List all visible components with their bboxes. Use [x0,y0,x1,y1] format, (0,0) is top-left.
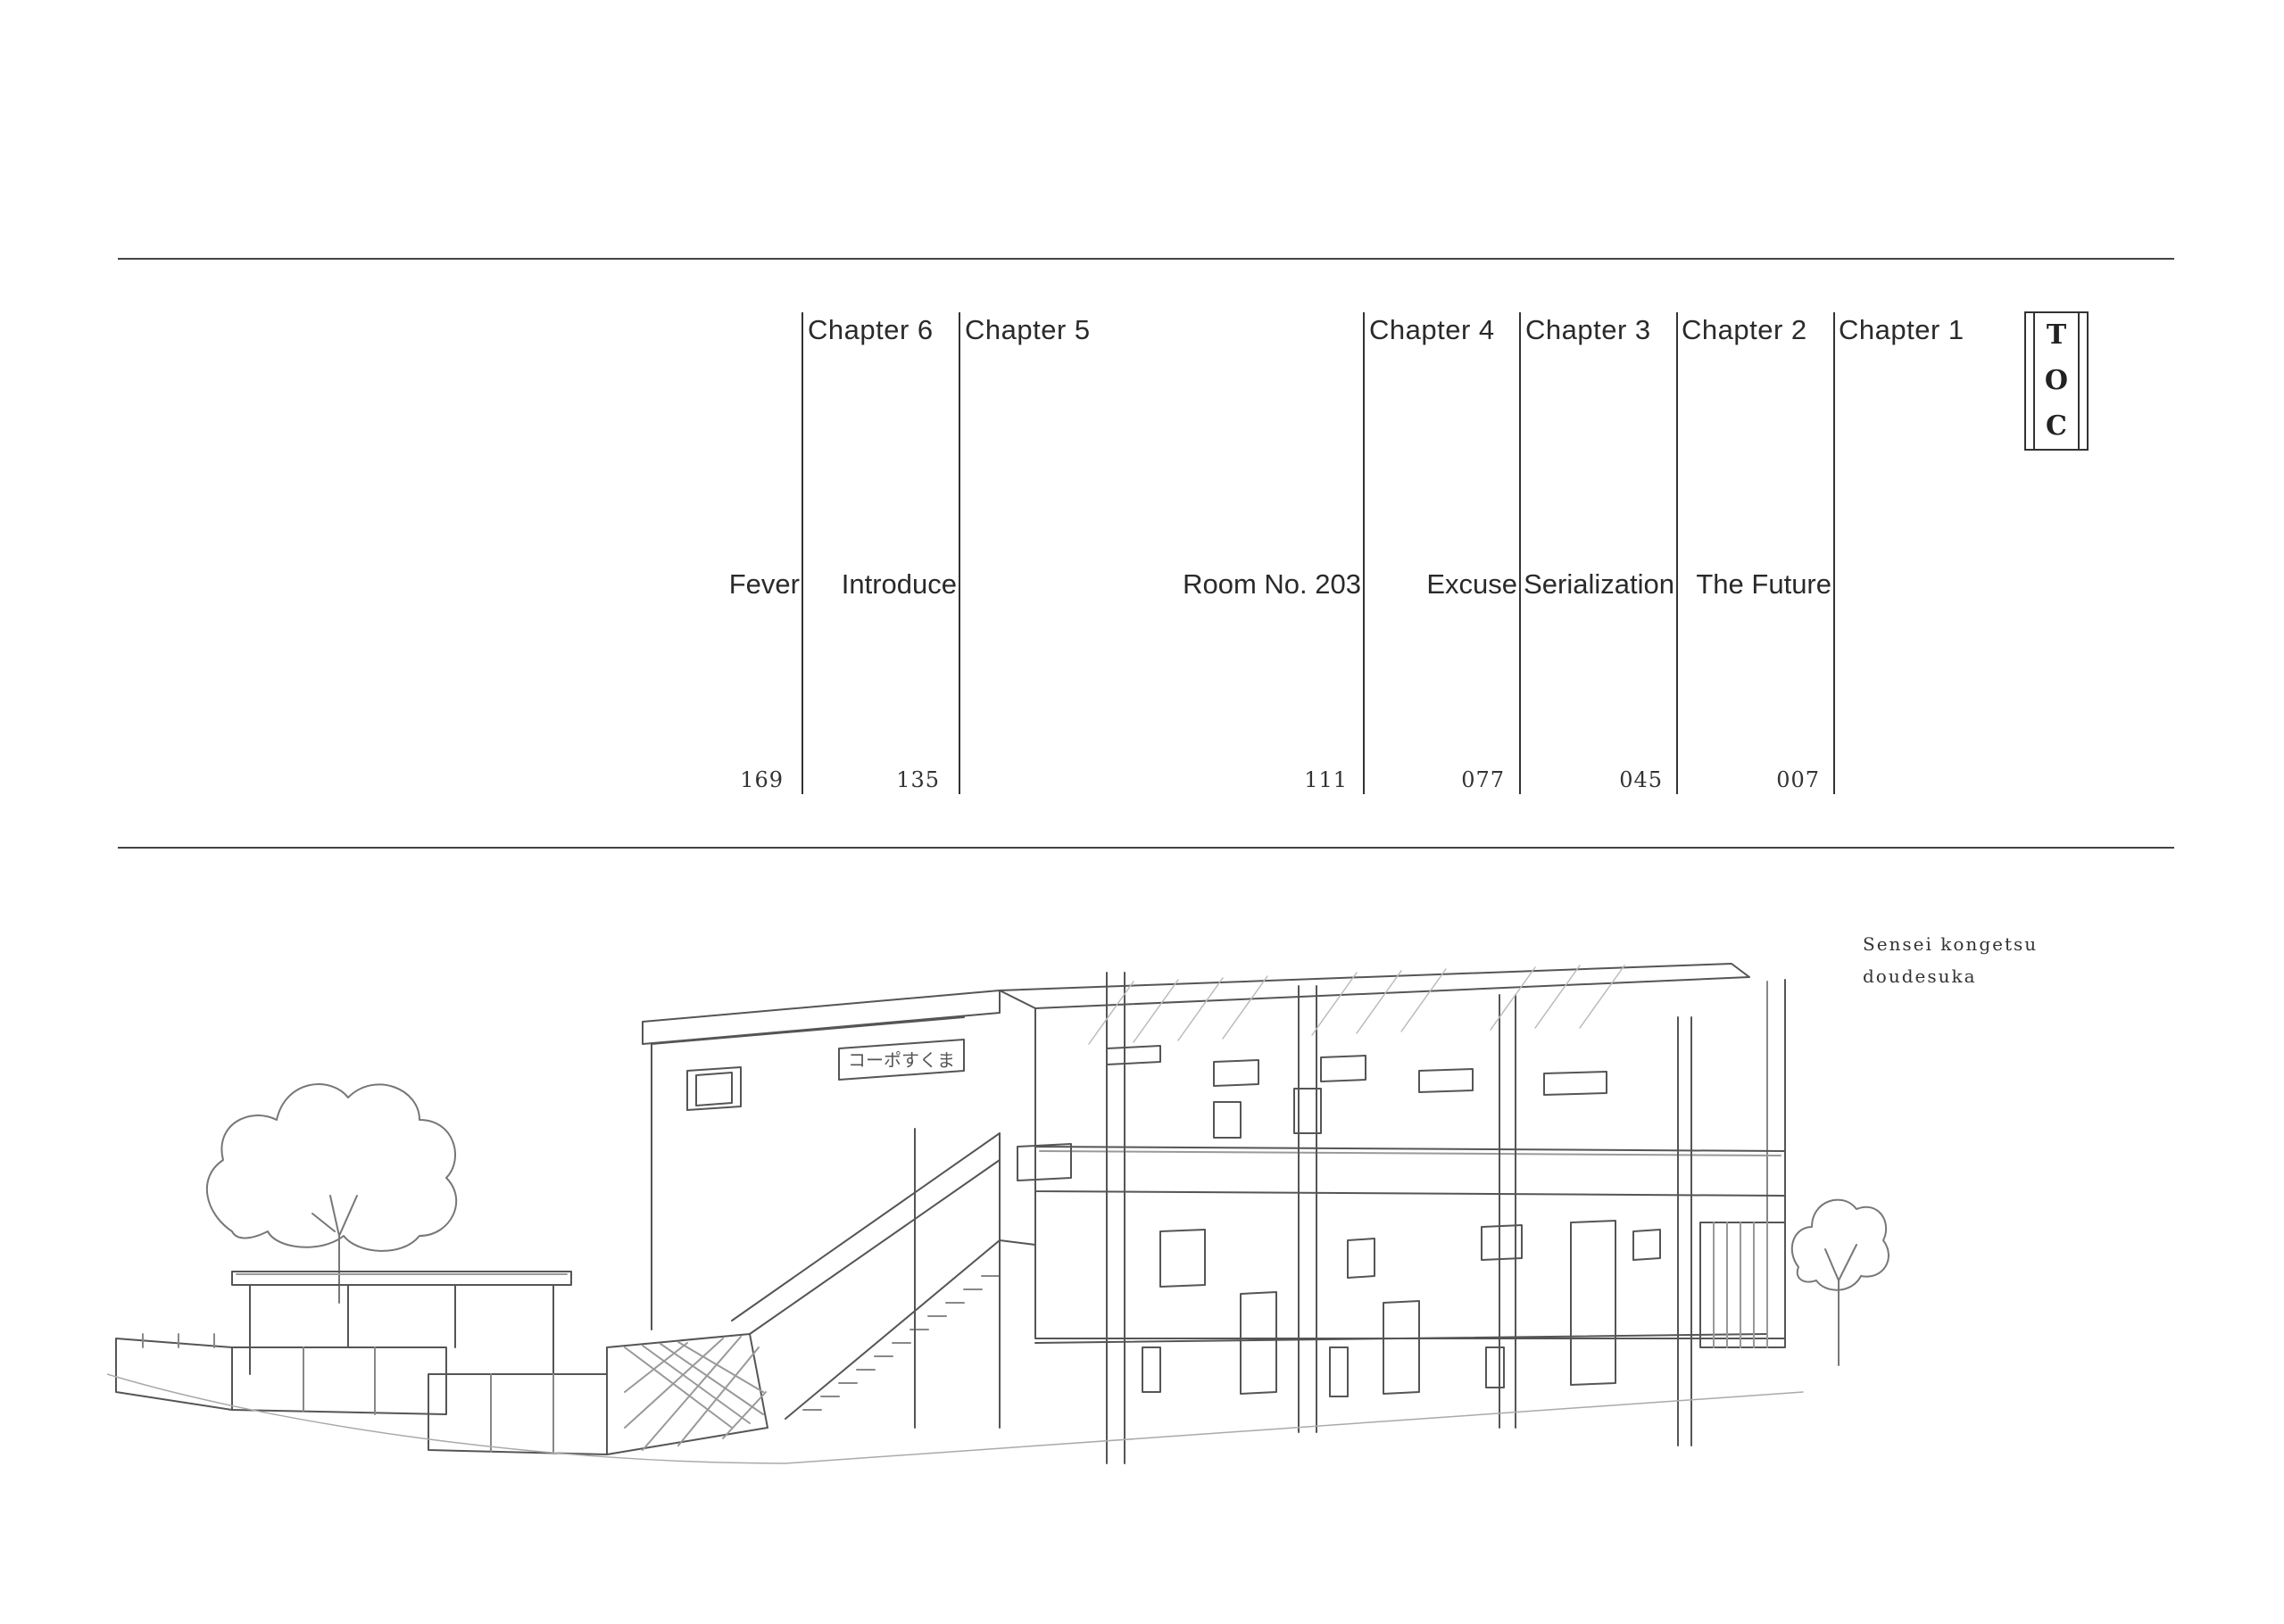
chapter-1-title: The Future [1696,568,1831,600]
toc-letter-o: O [2044,364,2069,396]
subtitle-line-2: doudesuka [1863,965,1977,987]
building-sign-text: コーポすくま [848,1049,955,1071]
chapter-5-label: Chapter 5 [965,314,1091,345]
toc-letter-t: T [2046,319,2067,352]
column-divider [959,312,960,794]
bottom-rule [118,847,2174,849]
column-divider [801,312,803,794]
chapter-3-label: Chapter 3 [1525,314,1651,345]
column-divider [1363,312,1365,794]
chapter-4-label: Chapter 4 [1369,314,1495,345]
chapter-1-label: Chapter 1 [1839,314,1964,345]
chapter-5-page: 135 [896,767,940,792]
chapter-5-title: Introduce [841,568,957,600]
chapter-2-label: Chapter 2 [1682,314,1807,345]
toc-letter-c: C [2046,410,2067,442]
chapter-1-page: 007 [1776,767,1820,792]
chapter-6-title: Fever [728,568,800,600]
subtitle: Sensei kongetsu doudesuka [1863,928,2038,992]
toc-box: T O C [2024,311,2089,451]
chapter-4-title: Room No. 203 [1183,568,1361,600]
column-divider [1833,312,1835,794]
chapter-3-page: 077 [1461,767,1505,792]
top-rule [118,258,2174,260]
chapter-2-title: Serialization [1524,568,1674,600]
chapter-2-page: 045 [1619,767,1663,792]
subtitle-line-1: Sensei kongetsu [1863,933,2039,955]
chapter-6-label: Chapter 6 [808,314,934,345]
apartment-sketch-illustration: コーポすくま [106,928,1892,1499]
chapter-6-page: 169 [740,767,784,792]
chapter-4-page: 111 [1304,767,1348,792]
column-divider [1676,312,1678,794]
chapter-3-title: Excuse [1426,568,1517,600]
column-divider [1519,312,1521,794]
